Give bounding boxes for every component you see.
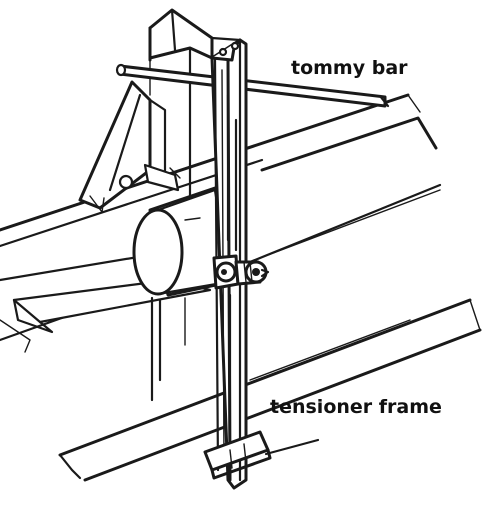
conveyor-belt <box>0 183 442 381</box>
belt-guide-post <box>150 296 186 402</box>
base-plate <box>203 430 272 480</box>
side-bracket <box>78 80 181 213</box>
tommy-bar <box>115 63 390 108</box>
label-tensioner-frame: tensioner frame <box>270 396 442 418</box>
label-tommy-bar: tommy bar <box>291 57 408 79</box>
tensioner-frame-leader <box>264 438 320 456</box>
roller-drum <box>132 186 232 297</box>
axle-nut-assembly <box>212 254 270 290</box>
